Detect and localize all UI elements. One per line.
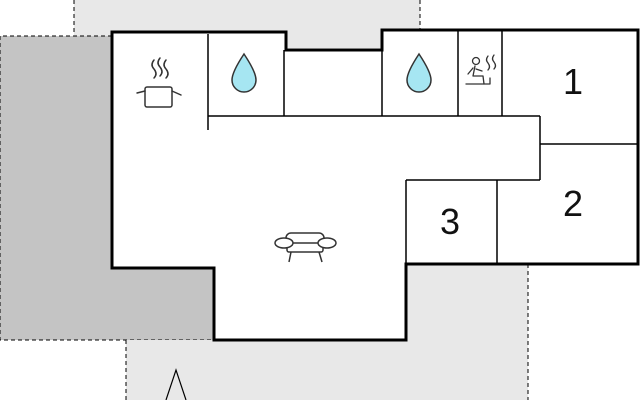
interior-walls <box>207 30 638 264</box>
water-drop-icon <box>406 52 432 93</box>
house-outline <box>110 28 640 342</box>
water-drop-icon <box>231 52 257 93</box>
sofa-icon <box>274 232 337 263</box>
terrace-left-lower <box>112 268 214 340</box>
room-label-bedroom-3: 3 <box>440 201 460 242</box>
room-label-bedroom-2: 2 <box>563 183 583 224</box>
terrace-left <box>0 36 112 340</box>
room-label-bedroom-1: 1 <box>563 61 583 102</box>
terrace-bottom-right <box>406 264 528 400</box>
cooking-pot-icon <box>136 57 182 108</box>
sauna-icon <box>465 54 497 85</box>
terrace-left-dashed-border <box>0 35 214 341</box>
north-arrow-icon <box>165 368 187 400</box>
